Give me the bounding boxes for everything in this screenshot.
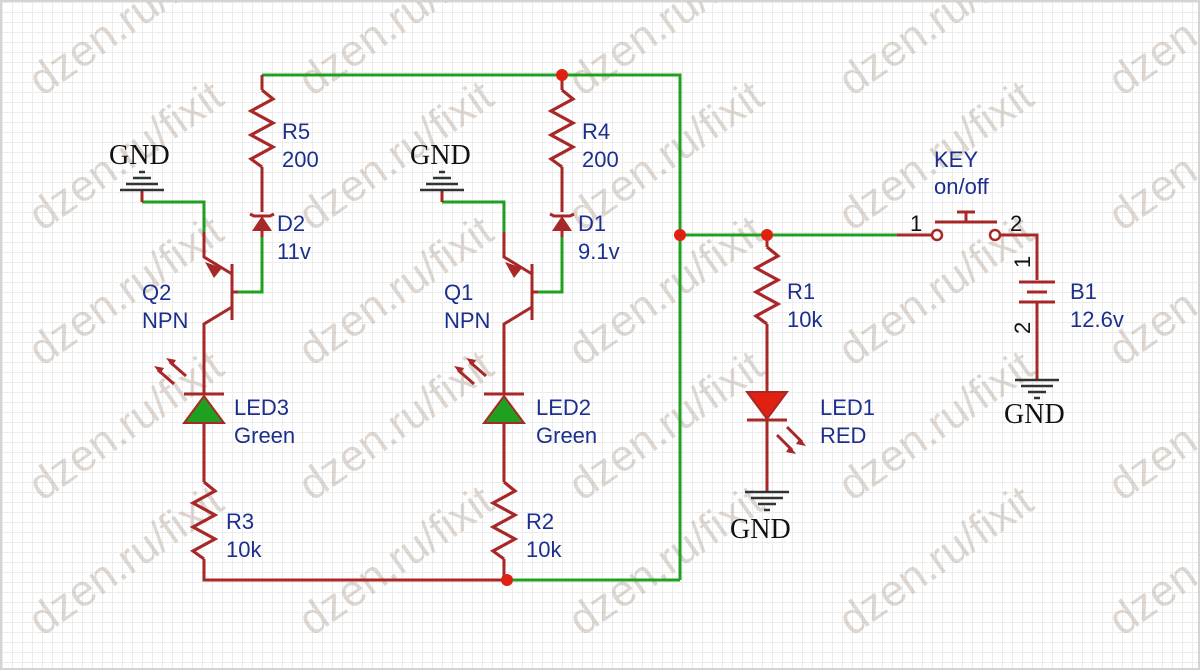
watermark-text: dzen.ru/fixit	[1100, 206, 1200, 375]
r2-resistor	[489, 480, 519, 561]
q1-emitter-arrow	[505, 262, 522, 278]
key-contact-1	[930, 228, 944, 242]
led2-light-arrows	[454, 358, 487, 386]
led1-light-arrows	[775, 425, 806, 454]
d1-ref: D1	[578, 211, 606, 236]
gnd-label-b1: GND	[1004, 399, 1065, 430]
branch-led1	[745, 235, 806, 512]
net-wires	[142, 73, 897, 582]
gnd-label-q2: GND	[109, 140, 170, 171]
gnd-symbol-q1	[420, 170, 464, 202]
b1-ref: B1	[1070, 279, 1097, 304]
d2-value: 11v	[277, 239, 311, 264]
gnd-label-q1: GND	[410, 140, 471, 171]
key-pin2: 2	[1010, 211, 1022, 236]
r5-ref: R5	[282, 119, 310, 144]
branch-q1	[420, 75, 577, 580]
gnd-symbol-led1	[745, 490, 789, 512]
r4-ref: R4	[582, 119, 610, 144]
gnd-symbol-b1	[1015, 378, 1059, 400]
led3-ref: LED3	[234, 395, 289, 420]
r2-ref: R2	[526, 509, 554, 534]
key-and-battery	[897, 210, 1059, 400]
led2-ref: LED2	[536, 395, 591, 420]
b1-value: 12.6v	[1070, 307, 1124, 332]
r2-value: 10k	[526, 537, 562, 562]
r3-resistor	[189, 480, 219, 561]
led1-color: RED	[820, 423, 866, 448]
r5-value: 200	[282, 147, 319, 172]
junctions	[501, 69, 773, 586]
q1-ref: Q1	[444, 280, 473, 305]
junction-r1	[761, 229, 773, 241]
junction-bottom	[501, 574, 513, 586]
b1-pin1: 1	[1010, 256, 1035, 268]
watermark-text: dzen.ru/fixit	[1100, 476, 1200, 645]
q1-type: NPN	[444, 308, 490, 333]
watermark-text: dzen.ru/fixit	[1100, 71, 1200, 240]
d2-ref: D2	[277, 211, 305, 236]
d1-value: 9.1v	[578, 239, 620, 264]
d1-zener	[552, 216, 572, 231]
led3-light-arrows	[154, 358, 187, 386]
r4-resistor	[547, 88, 577, 169]
r5-resistor	[247, 88, 277, 169]
junction-mid	[674, 229, 686, 241]
junction-top	[556, 69, 568, 81]
r3-ref: R3	[226, 509, 254, 534]
led2-color: Green	[536, 423, 597, 448]
key-value: on/off	[934, 174, 990, 199]
watermark-text: dzen.ru/fixit	[1100, 2, 1200, 105]
r1-resistor	[752, 245, 782, 326]
gnd-symbol-q2	[120, 170, 164, 202]
led1-diode	[745, 391, 789, 421]
key-ref: KEY	[934, 147, 978, 172]
led2-diode	[482, 394, 526, 424]
watermark-text: dzen.ru/fixit	[1100, 341, 1200, 510]
key-pin1: 1	[910, 211, 922, 236]
gnd-label-led1: GND	[730, 514, 791, 545]
d2-zener	[252, 216, 272, 231]
q2-emitter-arrow	[205, 262, 222, 278]
led1-ref: LED1	[820, 395, 875, 420]
key-actuator	[935, 210, 997, 224]
b1-pin2: 2	[1010, 322, 1035, 334]
branch-q2	[120, 75, 507, 582]
r4-value: 200	[582, 147, 619, 172]
key-contact-2	[988, 228, 1002, 242]
r1-ref: R1	[787, 279, 815, 304]
r3-value: 10k	[226, 537, 262, 562]
r1-value: 10k	[787, 307, 823, 332]
led3-color: Green	[234, 423, 295, 448]
q2-ref: Q2	[142, 280, 171, 305]
q2-type: NPN	[142, 308, 188, 333]
